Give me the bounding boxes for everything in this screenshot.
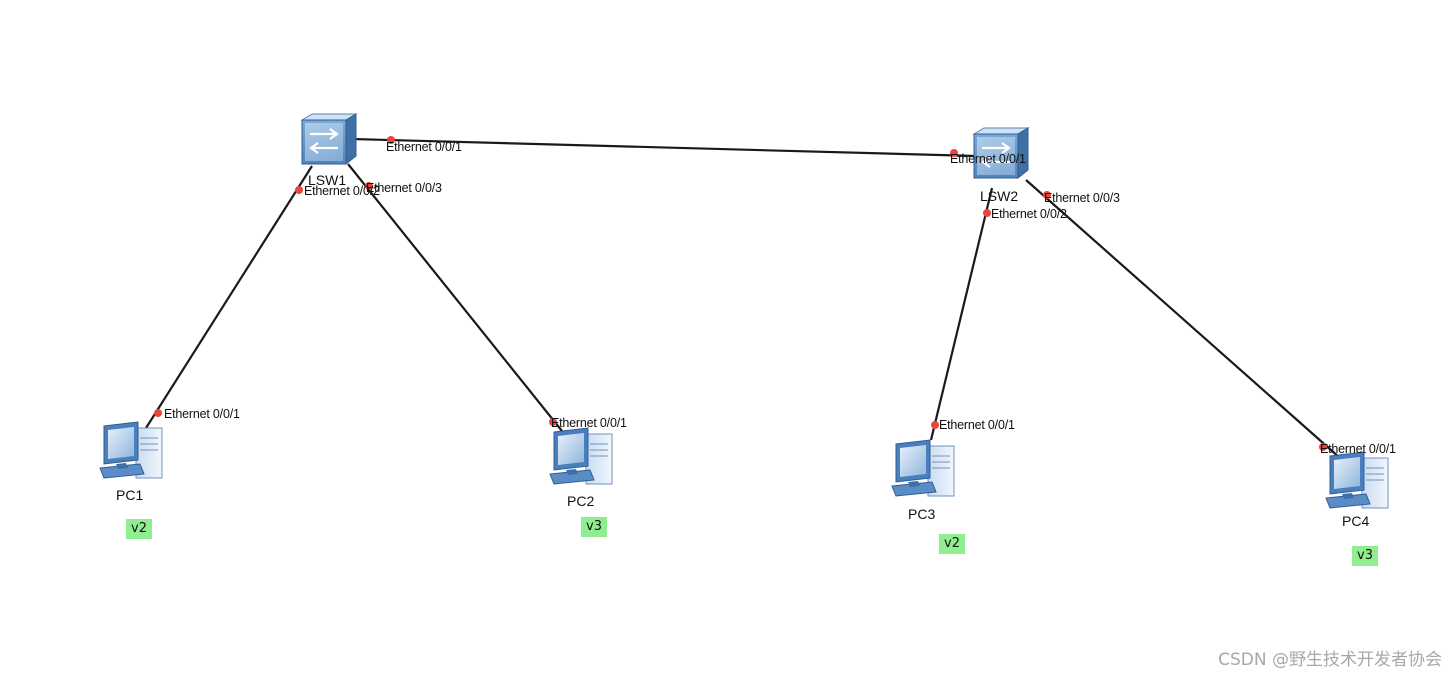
port-label-lsw1-e002: Ethernet 0/0/2 — [304, 184, 380, 198]
links-layer — [145, 137, 1341, 459]
link-lsw2-pc3[interactable] — [929, 187, 994, 441]
vlan-tag-pc4: v3 — [1352, 546, 1378, 566]
port-label-pc4-e001: Ethernet 0/0/1 — [1320, 442, 1396, 456]
vlan-tag-pc2: v3 — [581, 517, 607, 537]
devices-layer — [99, 112, 1389, 509]
port-dot[interactable] — [950, 149, 958, 157]
port-dot[interactable] — [295, 186, 303, 194]
watermark-text: CSDN @野生技术开发者协会 — [1218, 650, 1442, 670]
link-lsw1-lsw2[interactable] — [351, 137, 977, 158]
ports-layer — [154, 136, 1327, 451]
link-lsw2-pc4[interactable] — [1025, 179, 1341, 459]
port-label-lsw2-e002: Ethernet 0/0/2 — [991, 207, 1067, 221]
port-dot[interactable] — [1043, 191, 1051, 199]
pc4-label: PC4 — [1342, 513, 1370, 529]
pc-icon[interactable] — [891, 439, 955, 497]
pc-icon[interactable] — [1325, 451, 1389, 509]
link-lsw1-pc2[interactable] — [347, 163, 567, 437]
port-label-lsw2-e003: Ethernet 0/0/3 — [1044, 191, 1120, 205]
pc-icon[interactable] — [549, 427, 613, 485]
port-dot[interactable] — [387, 136, 395, 144]
vlan-tag-pc1: v2 — [126, 519, 152, 539]
vlan-tag-pc3: v2 — [939, 534, 965, 554]
port-dot[interactable] — [983, 209, 991, 217]
lsw2-label: LSW2 — [980, 188, 1019, 204]
switch-icon[interactable] — [300, 112, 358, 166]
pc-icon[interactable] — [99, 421, 163, 479]
port-label-pc1-e001: Ethernet 0/0/1 — [164, 407, 240, 421]
port-label-lsw1-e003: Ethernet 0/0/3 — [366, 181, 442, 195]
port-label-pc2-e001: Ethernet 0/0/1 — [551, 416, 627, 430]
port-label-pc3-e001: Ethernet 0/0/1 — [939, 418, 1015, 432]
pc3-label: PC3 — [908, 506, 936, 522]
port-dot[interactable] — [365, 182, 373, 190]
link-lsw1-pc1[interactable] — [145, 165, 313, 429]
port-dot[interactable] — [1319, 443, 1327, 451]
port-dot[interactable] — [154, 409, 162, 417]
port-label-lsw1-e001: Ethernet 0/0/1 — [386, 140, 462, 154]
pc2-label: PC2 — [567, 493, 595, 509]
port-label-lsw2-e001: Ethernet 0/0/1 — [950, 152, 1026, 166]
lsw1-label: LSW1 — [308, 172, 347, 188]
port-dot[interactable] — [931, 421, 939, 429]
port-dot[interactable] — [549, 418, 557, 426]
pc1-label: PC1 — [116, 487, 144, 503]
